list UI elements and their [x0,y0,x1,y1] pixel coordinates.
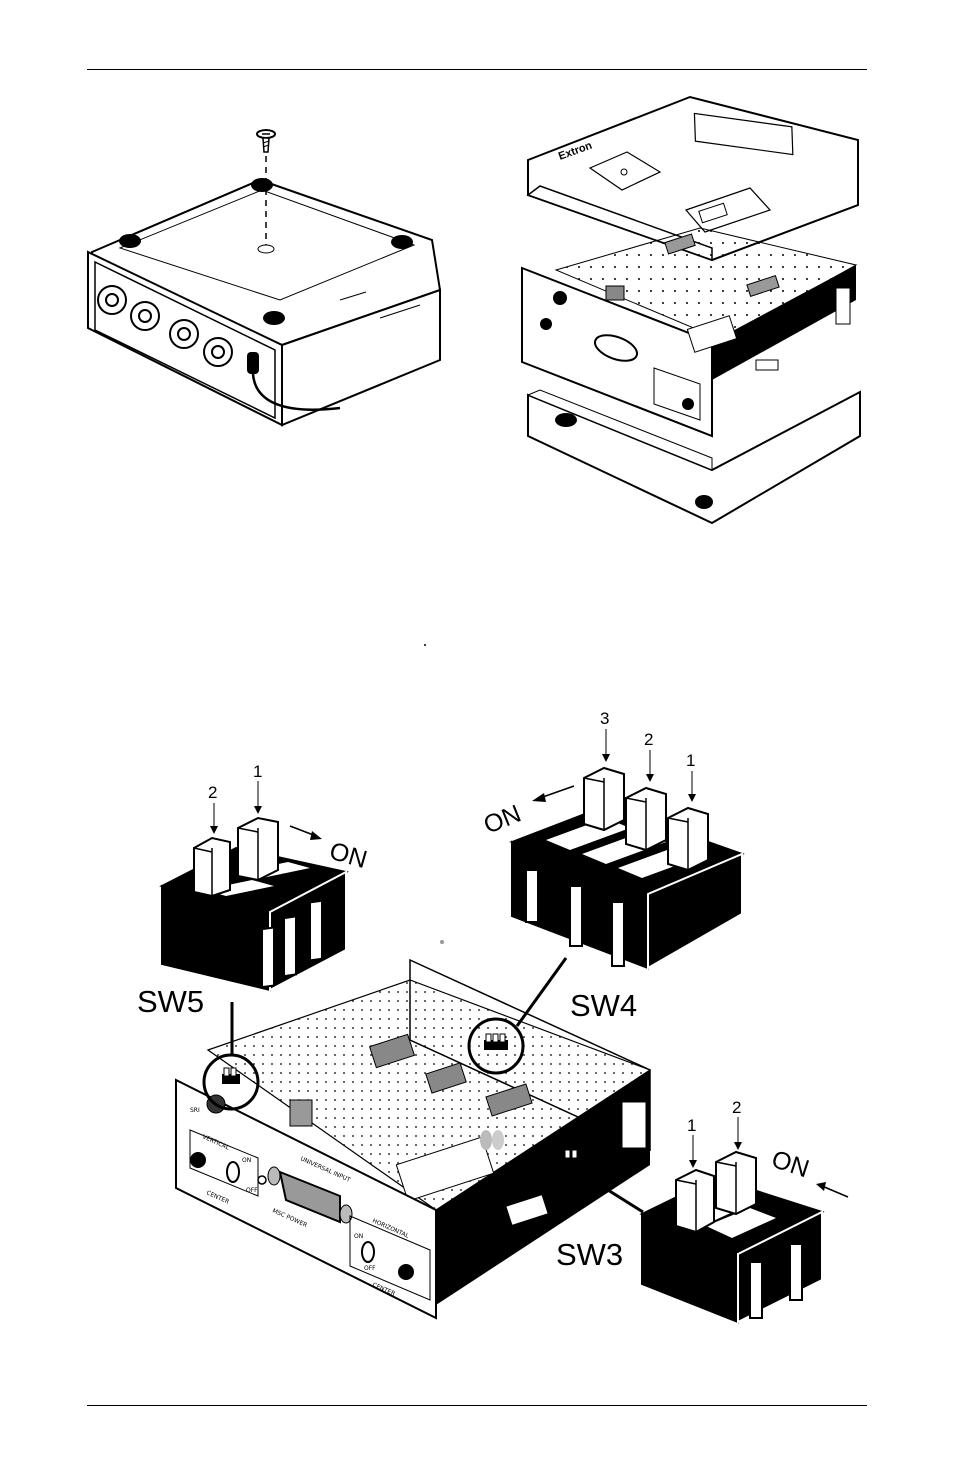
horizontal-center-knob[interactable] [398,1264,414,1280]
sw4-position-2: 2 [644,730,653,749]
foot [555,413,577,427]
sw4-callout-circle [467,1017,525,1075]
bnc-connector [169,319,199,349]
sw5-toggle-2[interactable] [193,836,231,898]
horizontal-toggle-switch[interactable] [361,1241,375,1263]
vertical-on-label: ON [242,1157,251,1164]
sw3-position-1: 1 [687,1116,696,1135]
vertical-center-knob[interactable] [190,1152,206,1168]
top-rule [87,69,867,70]
sw5-toggle-1[interactable] [237,816,279,882]
vertical-toggle-switch[interactable] [226,1161,240,1183]
sw4-toggle-2[interactable] [625,786,667,852]
sw4-position-3: 3 [600,709,609,728]
screw-icon [256,129,276,153]
sw4-position-1: 1 [686,751,695,770]
sw4-toggle-1[interactable] [667,806,709,872]
bnc-connector [203,337,233,367]
sw3-callout-circle [543,1133,601,1191]
sw3-label: SW3 [556,1237,623,1272]
foot [391,235,413,249]
enclosure-side-face [281,288,441,427]
sw3-on-label: ON [768,1145,812,1183]
foot [263,311,285,325]
sw3-toggle-1[interactable] [675,1168,715,1234]
power-cable [247,352,341,411]
sri-label: SRI [190,1107,200,1114]
vertical-off-label: OFF [246,1187,258,1194]
sw3-switch-detail: 1 2 ON SW3 [556,1098,849,1324]
sw5-position-1: 1 [253,762,262,781]
sw4-toggle-3[interactable] [583,766,625,832]
bnc-connector [97,285,127,315]
exploded-enclosure: Extron [521,95,861,525]
board-assembly: SRI VERTICAL ON OFF CENTER UNIVERSAL INP… [175,957,652,1320]
foot [119,234,141,248]
sw4-on-label: ON [480,800,525,840]
sw3-toggle-2[interactable] [715,1150,757,1216]
sw4-label: SW4 [570,988,637,1023]
foot [695,495,713,509]
sw4-switch-detail: 3 2 1 ON SW4 [480,709,745,1023]
db-connector-icon [267,1166,353,1224]
bottom-rule [87,1405,867,1406]
sw5-label: SW5 [137,984,204,1019]
foot [251,178,273,192]
sw3-position-2: 2 [732,1098,741,1117]
bnc-connector [130,301,160,331]
closed-enclosure [87,129,442,427]
horizontal-off-label: OFF [364,1265,376,1272]
sw5-switch-detail: 2 1 ON SW5 [137,762,370,1019]
horizontal-on-label: ON [354,1233,363,1240]
sw5-position-2: 2 [208,783,217,802]
